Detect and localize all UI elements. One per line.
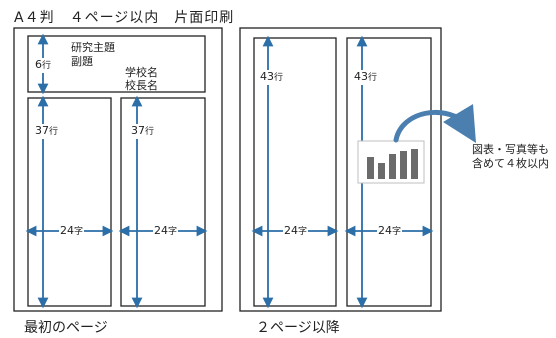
figure-note-line2: 含めて４枚以内	[472, 157, 549, 170]
page2-frame	[239, 27, 442, 312]
left-column-chars-label: 24字	[59, 224, 85, 239]
page2-left-rows-label: 43行	[260, 70, 284, 85]
page2-left-column	[253, 37, 337, 307]
left-column-rows-label: 37行	[35, 124, 59, 139]
page2-right-chars-label: 24字	[377, 224, 403, 239]
page1-left-column	[27, 97, 112, 307]
principal-name: 校長名	[125, 79, 158, 92]
school-name: 学校名	[125, 66, 158, 79]
figure-bar	[378, 163, 385, 179]
page-heading: A４判 ４ページ以内 片面印刷	[14, 10, 235, 26]
figure-bar	[367, 157, 374, 179]
page2-caption: ２ページ以降	[256, 320, 340, 336]
figure-bar	[389, 154, 396, 179]
figure-bar	[411, 149, 418, 179]
page1-right-column	[120, 97, 206, 307]
page1-caption: 最初のページ	[24, 320, 108, 336]
page1-frame	[13, 27, 223, 312]
page1-header-box	[27, 35, 206, 93]
page2-right-rows-label: 43行	[354, 70, 378, 85]
page2-right-column	[346, 37, 432, 307]
header-rows-label: 6行	[35, 58, 52, 73]
figure-curved-arrow	[393, 103, 477, 144]
right-column-rows-label: 37行	[131, 124, 155, 139]
header-title: 研究主題	[71, 41, 115, 54]
right-column-chars-label: 24字	[153, 224, 179, 239]
figure-bar	[400, 151, 407, 179]
figure-note-line1: 図表・写真等も	[472, 143, 549, 156]
page2-left-chars-label: 24字	[283, 224, 309, 239]
header-subtitle: 副題	[71, 55, 93, 68]
